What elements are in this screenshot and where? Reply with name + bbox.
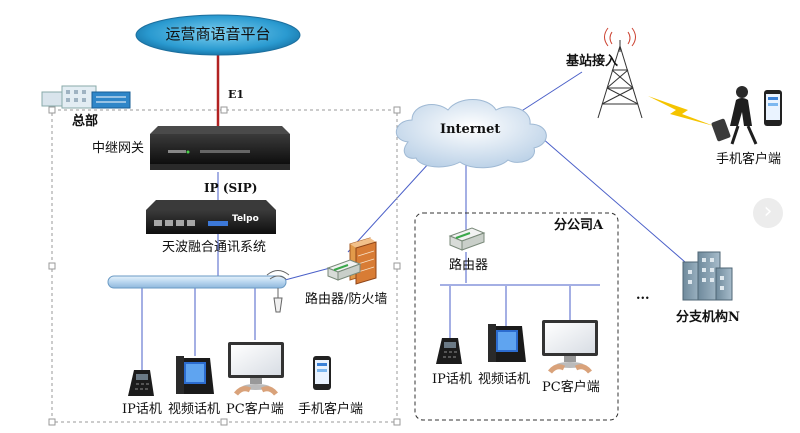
mobile-phone-remote-icon [764, 90, 782, 126]
branch-video-phone-label: 视频话机 [478, 372, 531, 387]
branch-router-device [448, 227, 486, 251]
hq-ip-phone-label: IP话机 [122, 402, 162, 417]
e1-label: E1 [228, 88, 245, 101]
hq-video-phone-icon [176, 356, 214, 394]
hq-mobile-phone-icon [313, 356, 331, 390]
hq-video-phone-label: 视频话机 [168, 402, 221, 417]
hq-pc-client-label: PC客户端 [226, 402, 284, 417]
base-station-tower-icon [597, 27, 643, 119]
internet-cloud [396, 99, 547, 169]
branch-a-label: 分公司A [554, 218, 604, 233]
platform-label: 运营商语音平台 [165, 25, 271, 43]
branch-ip-phone-icon [436, 338, 462, 364]
mobile-client-remote-label: 手机客户端 [716, 152, 782, 167]
traveller-icon [711, 86, 758, 145]
ip-sip-label: IP (SIP) [204, 181, 258, 195]
base-station-label: 基站接入 [566, 54, 619, 69]
ellipsis-label: ... [636, 288, 650, 303]
connection-lines [141, 71, 686, 370]
hq-mobile-client-label: 手机客户端 [298, 402, 364, 417]
router-firewall-label: 路由器/防火墙 [305, 292, 388, 307]
branch-video-phone-icon [488, 324, 526, 362]
platform-ellipse [135, 14, 301, 56]
trunk-gateway-label: 中继网关 [92, 141, 145, 156]
hq-ip-phone-icon [128, 370, 154, 396]
hq-pc-client-icon [228, 342, 284, 396]
router-label: 路由器 [449, 258, 489, 273]
hq-building-icon [41, 85, 131, 109]
hq-lan-bus [107, 275, 287, 289]
internet-label: Internet [440, 122, 501, 137]
branch-pc-client-icon [542, 320, 598, 374]
wifi-access-point-icon [266, 270, 290, 313]
router-firewall-device [326, 237, 377, 285]
branch-n-building-icon [682, 251, 733, 301]
branch-pc-client-label: PC客户端 [542, 380, 600, 395]
branch-ip-phone-label: IP话机 [432, 372, 472, 387]
branch-n-label: 分支机构N [676, 310, 740, 325]
hq-label: 总部 [72, 114, 99, 129]
hq-boundary-handles [48, 106, 401, 426]
branch-a-boundary [414, 212, 619, 421]
wireless-bolt-icon [648, 96, 714, 126]
server-brand-label: Telpo [232, 214, 259, 224]
tianbo-server-device [146, 200, 276, 234]
tianbo-system-label: 天波融合通讯系统 [162, 240, 267, 255]
trunk-gateway-device [150, 126, 290, 170]
next-slide-button[interactable]: › [753, 198, 783, 228]
